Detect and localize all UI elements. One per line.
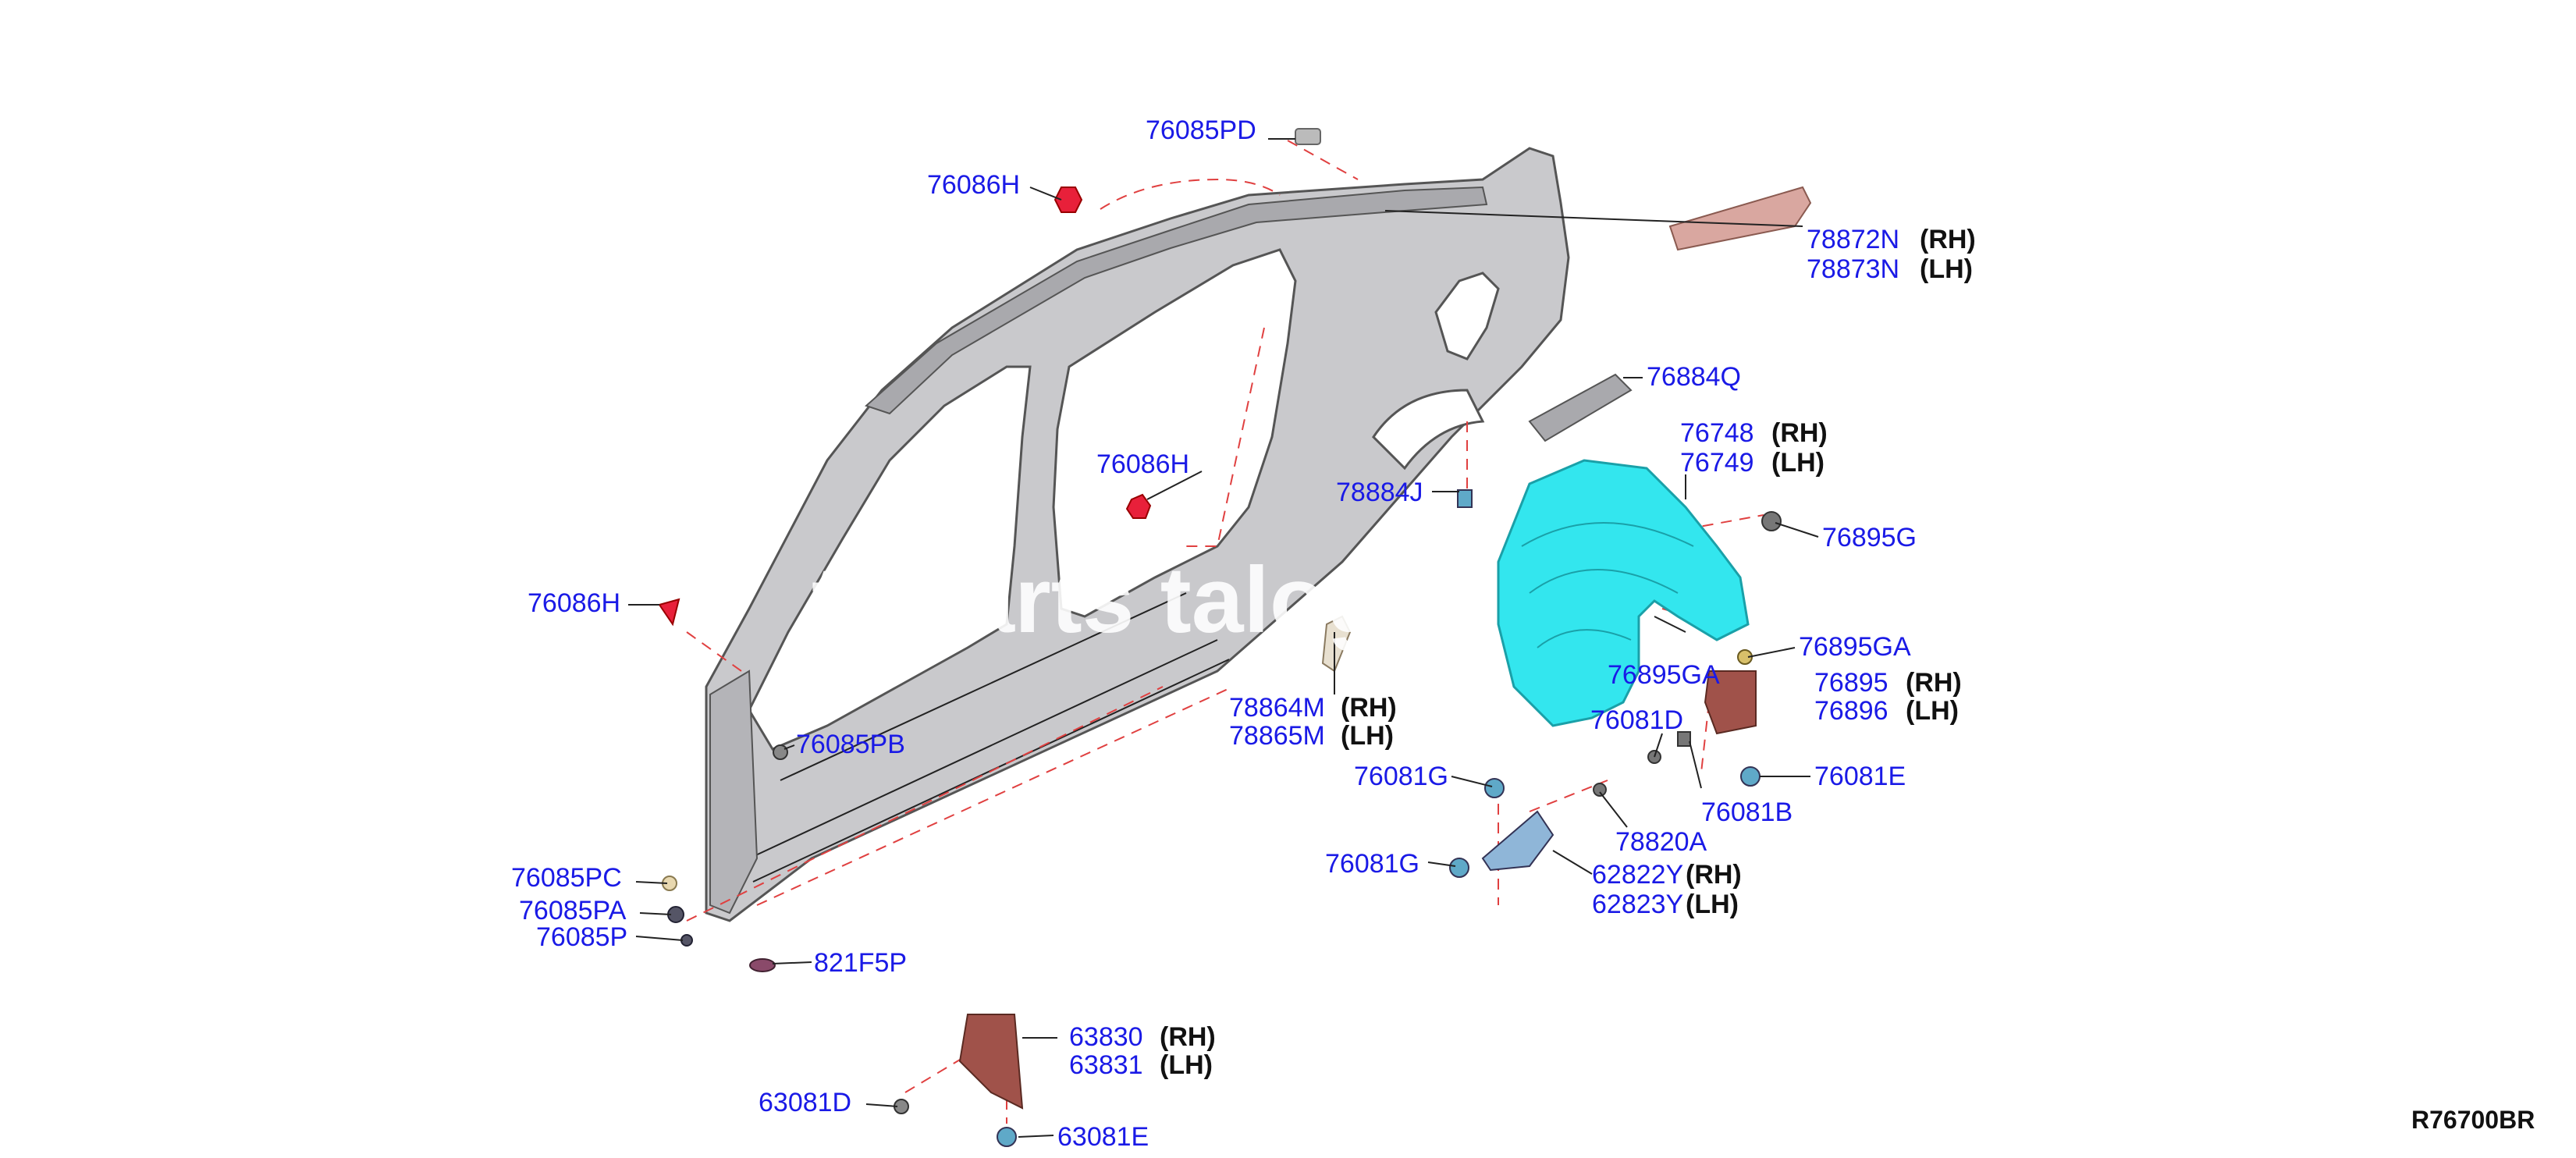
label-76896[interactable]: 76896: [1814, 696, 1888, 726]
part-62822Y-bracket: [1481, 810, 1554, 872]
part-78872N-finisher: [1668, 186, 1812, 251]
wheel-house-liner: [1497, 459, 1750, 727]
label-76895GA-right[interactable]: 76895GA: [1799, 632, 1911, 662]
label-78872N-side: (RH): [1920, 225, 1976, 254]
label-76086H-left[interactable]: 76086H: [528, 588, 620, 618]
watermark-text: tor arts talog: [812, 548, 1384, 652]
label-63081E[interactable]: 63081E: [1057, 1122, 1149, 1152]
label-78865M-side: (LH): [1341, 721, 1394, 751]
label-76085PB[interactable]: 76085PB: [796, 730, 905, 759]
part-821F5P-grommet: [749, 958, 776, 972]
label-78864M-side: (RH): [1341, 693, 1397, 723]
label-78864M[interactable]: 78864M: [1229, 693, 1325, 723]
part-76884Q-bracket: [1528, 373, 1633, 442]
label-78872N[interactable]: 78872N: [1807, 225, 1899, 254]
leader-lines: [628, 138, 1819, 1138]
label-821F5P[interactable]: 821F5P: [814, 948, 907, 978]
part-76895G-clip: [1761, 511, 1782, 531]
label-76748[interactable]: 76748: [1680, 418, 1754, 448]
label-76081B[interactable]: 76081B: [1701, 797, 1793, 827]
label-76895GA-left[interactable]: 76895GA: [1608, 660, 1720, 690]
label-63831-side: (LH): [1160, 1050, 1213, 1080]
label-76884Q[interactable]: 76884Q: [1647, 362, 1741, 392]
label-76081D[interactable]: 76081D: [1590, 705, 1683, 735]
part-63830-mud-guard: [958, 1014, 1024, 1110]
label-76081G-b[interactable]: 76081G: [1325, 849, 1419, 879]
label-62822Y[interactable]: 62822Y: [1592, 860, 1683, 890]
label-76896-side: (LH): [1906, 696, 1959, 726]
label-63831[interactable]: 63831: [1069, 1050, 1143, 1080]
part-63081-clips: [894, 1099, 1017, 1147]
label-78820A[interactable]: 78820A: [1615, 827, 1707, 857]
part-76081-clips: [1449, 731, 1761, 878]
label-63830[interactable]: 63830: [1069, 1022, 1143, 1052]
label-76085P[interactable]: 76085P: [536, 922, 627, 952]
label-78884J[interactable]: 78884J: [1336, 478, 1423, 507]
label-76895G[interactable]: 76895G: [1822, 523, 1917, 552]
label-76086H-top[interactable]: 76086H: [927, 170, 1020, 200]
label-78873N-side: (LH): [1920, 254, 1973, 284]
label-63081D[interactable]: 63081D: [759, 1088, 851, 1117]
label-76085PA[interactable]: 76085PA: [519, 896, 627, 925]
label-76086H-mid[interactable]: 76086H: [1096, 449, 1189, 479]
label-76085PD[interactable]: 76085PD: [1146, 115, 1256, 145]
label-62823Y[interactable]: 62823Y: [1592, 890, 1683, 919]
label-76895[interactable]: 76895: [1814, 668, 1888, 698]
part-76085PD-clip: [1295, 128, 1321, 145]
label-78865M[interactable]: 78865M: [1229, 721, 1325, 751]
diagram-code: R76700BR: [2411, 1106, 2535, 1134]
label-63830-side: (RH): [1160, 1022, 1216, 1052]
label-76081G-a[interactable]: 76081G: [1354, 762, 1448, 791]
label-78873N[interactable]: 78873N: [1807, 254, 1899, 284]
label-76748-side: (RH): [1771, 418, 1828, 448]
label-62823Y-side: (LH): [1686, 890, 1739, 919]
part-76086H-plug-top: [1053, 186, 1083, 213]
label-62822Y-side: (RH): [1686, 860, 1742, 890]
label-76895-side: (RH): [1906, 668, 1962, 698]
label-76749-side: (LH): [1771, 448, 1825, 478]
label-76081E-right[interactable]: 76081E: [1814, 762, 1906, 791]
part-78864M-seal: [1321, 615, 1352, 673]
part-78884J-clip: [1457, 489, 1473, 508]
part-76086H-plug-left: [658, 598, 680, 627]
label-76085PC[interactable]: 76085PC: [511, 863, 622, 893]
part-76086H-plug-mid: [1125, 493, 1152, 519]
part-labels: 76085PD 76086H 78872N (RH) 78873N (LH) 7…: [511, 115, 1976, 1152]
body-side-outer-panel: [705, 147, 1570, 922]
label-76749[interactable]: 76749: [1680, 448, 1754, 478]
part-76895-mud-flap: [1704, 670, 1757, 735]
